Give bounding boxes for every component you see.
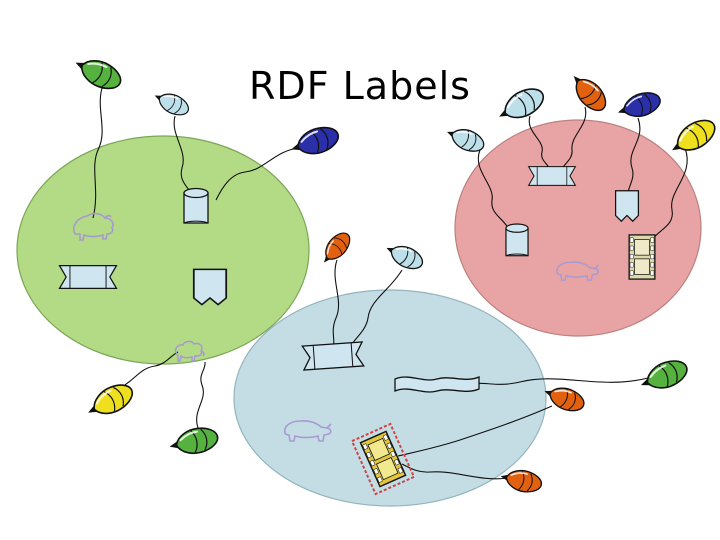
banner-icon [528, 166, 576, 186]
label-string [651, 147, 688, 241]
rdf-label-tag [492, 81, 550, 129]
label-string [477, 149, 509, 229]
label-string [397, 405, 553, 457]
label-string [92, 87, 103, 219]
label-string [119, 351, 179, 389]
label-string [332, 259, 340, 349]
rdf-label-tag [664, 113, 720, 162]
rdf-label-tag [442, 122, 488, 157]
rdf-label-tag [635, 354, 692, 398]
rdf-label-tag [381, 238, 427, 275]
scroll-icon [505, 223, 529, 257]
blue-collection-ellipse [233, 289, 547, 507]
rdf-label-tag [564, 67, 613, 117]
rdf-label-tag [166, 423, 222, 460]
rdf-label-tag [150, 86, 193, 120]
rdf-label-tag [286, 121, 343, 162]
ribbon-banner-icon [394, 376, 480, 393]
label-string [469, 377, 649, 386]
banner-icon [58, 264, 118, 290]
label-string [196, 361, 206, 429]
scroll-icon [183, 187, 209, 224]
label-strings [92, 87, 688, 480]
green-collection-ellipse [16, 135, 310, 365]
label-string [528, 115, 550, 169]
rdf-label-tag [69, 50, 127, 96]
rdf-label-tag [540, 380, 588, 416]
filmstrip-icon [628, 234, 656, 280]
pink-collection-ellipse [454, 119, 702, 337]
rdf-label-tag [613, 87, 665, 124]
label-string [215, 147, 301, 201]
filmstrip-glow [350, 422, 416, 496]
rdf-label-tag [81, 377, 139, 425]
label-string [627, 117, 641, 199]
page-title: RDF Labels [249, 64, 471, 108]
banner-icon [301, 341, 365, 371]
label-string [559, 106, 587, 173]
